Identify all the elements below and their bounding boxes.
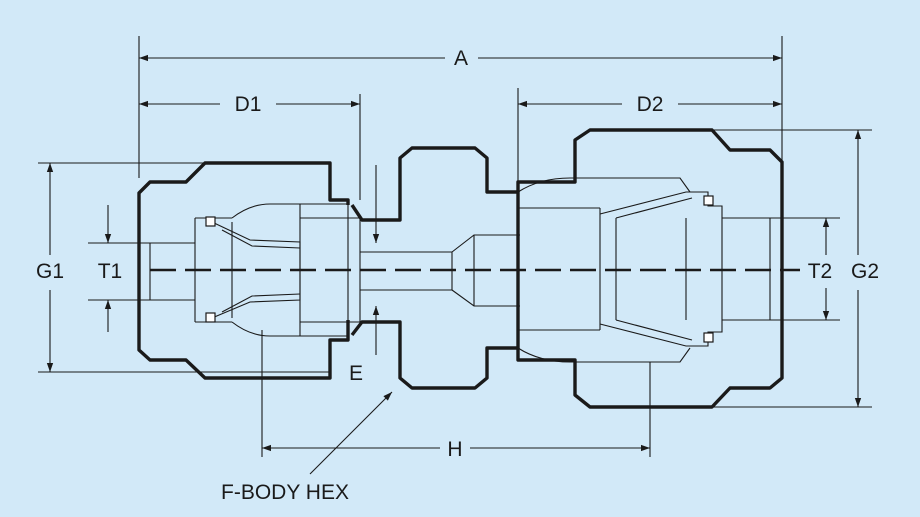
- label-t1: T1: [98, 260, 123, 283]
- label-g1: G1: [36, 260, 64, 283]
- ferrule-tip-markers: [205, 195, 714, 343]
- label-a: A: [454, 47, 468, 70]
- body-hex-outline: [350, 146, 520, 390]
- label-h: H: [447, 438, 462, 461]
- label-d2: D2: [637, 93, 664, 116]
- label-f-body-hex: F-BODY HEX: [221, 481, 349, 504]
- label-d1: D1: [235, 93, 262, 116]
- dimension-lines: [46, 54, 862, 475]
- internal-details: [149, 177, 782, 363]
- extension-lines: [38, 36, 872, 457]
- label-e: E: [349, 362, 363, 385]
- dimension-labels: A D1 D2 G1 T1 T2 G2 E H F-BODY HEX: [36, 47, 879, 504]
- fitting-body: [137, 128, 800, 409]
- label-t2: T2: [808, 260, 833, 283]
- label-g2: G2: [851, 260, 879, 283]
- left-nut-outline: [137, 161, 350, 380]
